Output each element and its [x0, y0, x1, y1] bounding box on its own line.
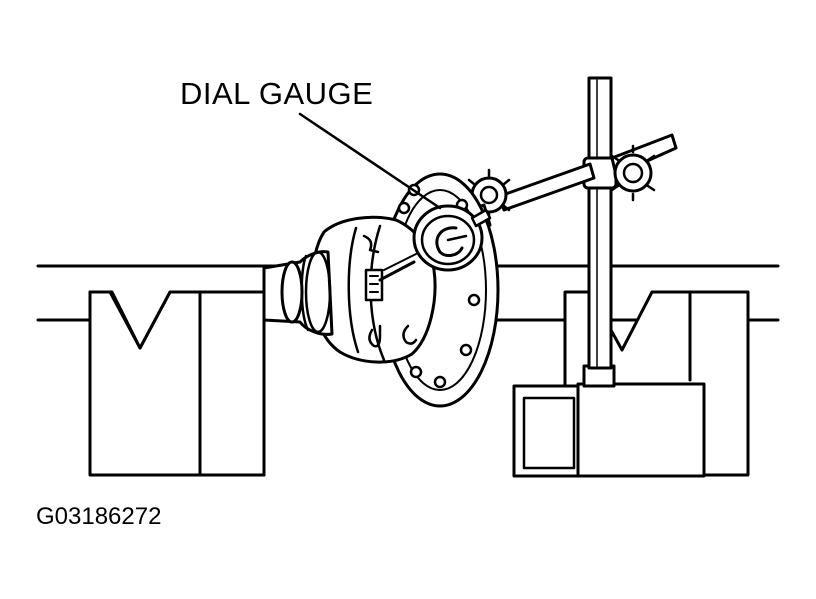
stand-rod [587, 76, 613, 370]
v-block-left [88, 290, 266, 477]
differential-case [310, 215, 437, 364]
magnetic-base [512, 364, 706, 478]
dial-gauge-callout-label: DIAL GAUGE [180, 76, 374, 111]
figure-id: G03186272 [36, 503, 162, 530]
dial-gauge [378, 204, 492, 282]
stand-clamp [582, 133, 678, 202]
pinion-neck [262, 250, 334, 336]
callout-leader [298, 112, 442, 210]
